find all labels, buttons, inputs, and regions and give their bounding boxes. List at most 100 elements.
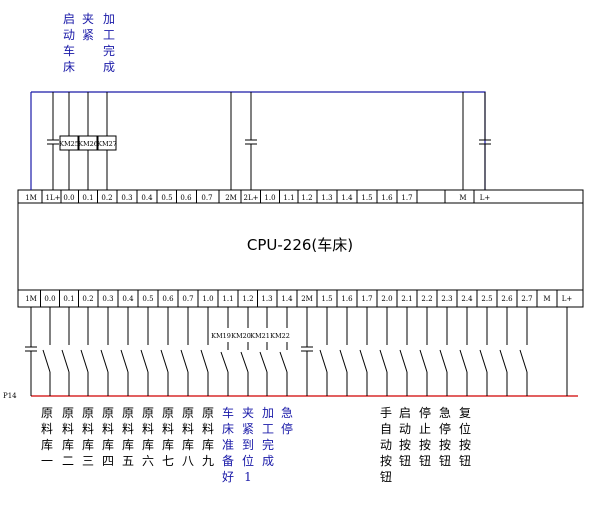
switch-contact [499,349,508,373]
switch-contact [160,349,169,373]
bottom-terminal-label: 1.4 [281,295,293,303]
bottom-terminal-label: 2.3 [441,295,452,303]
top-terminal-label: 1.2 [301,194,312,202]
svg-text:八: 八 [182,454,194,468]
svg-text:三: 三 [82,454,94,468]
bottom-terminal-label: 0.3 [102,295,113,303]
bottom-terminal-label: 0.2 [82,295,93,303]
svg-text:备: 备 [222,454,234,468]
svg-text:钮: 钮 [399,453,411,468]
svg-text:按: 按 [399,438,411,452]
svg-text:按: 按 [380,454,392,468]
top-terminal-label: 1.0 [264,194,275,202]
svg-text:原: 原 [41,406,53,420]
switch-contact [339,349,348,373]
svg-text:原: 原 [62,406,74,420]
switch-contact [379,349,388,373]
bottom-terminal-label: 2.1 [401,295,412,303]
svg-text:钮: 钮 [459,453,471,468]
relay-contact-label: KM21 [250,332,270,340]
switch-contact [359,349,368,373]
plc-body [17,189,584,308]
svg-text:动: 动 [380,438,392,452]
relay-contact-label: KM22 [270,332,290,340]
svg-text:钮: 钮 [380,469,392,484]
svg-text:紧: 紧 [242,422,254,436]
svg-text:按: 按 [459,438,471,452]
switch-contact [100,349,109,373]
svg-text:原: 原 [162,406,174,420]
top-terminal-label: 0.6 [180,194,192,202]
input-label: 急停 [281,405,293,436]
svg-text:按: 按 [419,438,431,452]
bottom-terminal-label: 0.5 [142,295,153,303]
bottom-terminal-label: 1.1 [222,295,233,303]
svg-text:料: 料 [41,422,53,436]
relay-contact-label: KM20 [231,332,251,340]
top-terminal-label: 1L+ [46,194,61,202]
bottom-terminal-label: 1.3 [261,295,272,303]
svg-text:七: 七 [162,454,174,468]
svg-text:夹: 夹 [82,12,94,26]
svg-text:按: 按 [439,438,451,452]
svg-text:位: 位 [242,453,254,468]
switch-contact [140,349,149,373]
svg-text:料: 料 [182,422,194,436]
top-terminal-label: 1.7 [401,194,412,202]
top-terminal-label: 1.3 [321,194,332,202]
switch-contact [120,349,129,373]
svg-text:床: 床 [63,60,75,74]
svg-text:料: 料 [202,422,214,436]
svg-text:料: 料 [142,422,154,436]
svg-text:车: 车 [222,405,234,420]
switch-contact [399,349,408,373]
top-terminal-label: M [459,194,466,202]
svg-text:成: 成 [103,60,115,74]
svg-text:工: 工 [262,422,274,436]
svg-text:紧: 紧 [82,28,94,42]
svg-text:原: 原 [122,406,134,420]
svg-text:1: 1 [244,470,252,484]
svg-text:车: 车 [63,43,75,58]
switch-contact [180,349,189,373]
svg-text:原: 原 [142,406,154,420]
svg-text:原: 原 [202,406,214,420]
svg-text:钮: 钮 [439,453,451,468]
bottom-terminal-label: L+ [562,295,573,303]
svg-text:库: 库 [82,437,94,452]
top-terminal-label: L+ [480,194,491,202]
svg-text:动: 动 [63,28,75,42]
svg-text:料: 料 [62,422,74,436]
bottom-terminal-label: 1.0 [202,295,213,303]
switch-contact [519,349,528,373]
top-terminal-label: 0.0 [63,194,74,202]
bottom-terminal-label: 1.2 [242,295,253,303]
bottom-terminal-label: 0.6 [162,295,174,303]
switch-contact [319,349,328,373]
svg-text:料: 料 [102,422,114,436]
svg-text:到: 到 [242,438,254,452]
coil-label: KM25 [59,140,79,148]
bottom-terminal-label: 2.5 [481,295,492,303]
svg-text:库: 库 [62,437,74,452]
top-terminal-label: 1M [25,194,37,202]
svg-text:料: 料 [82,422,94,436]
coil-label: KM26 [78,140,98,148]
bottom-terminal-label: 2.2 [421,295,432,303]
bottom-terminal-label: 2.0 [381,295,392,303]
